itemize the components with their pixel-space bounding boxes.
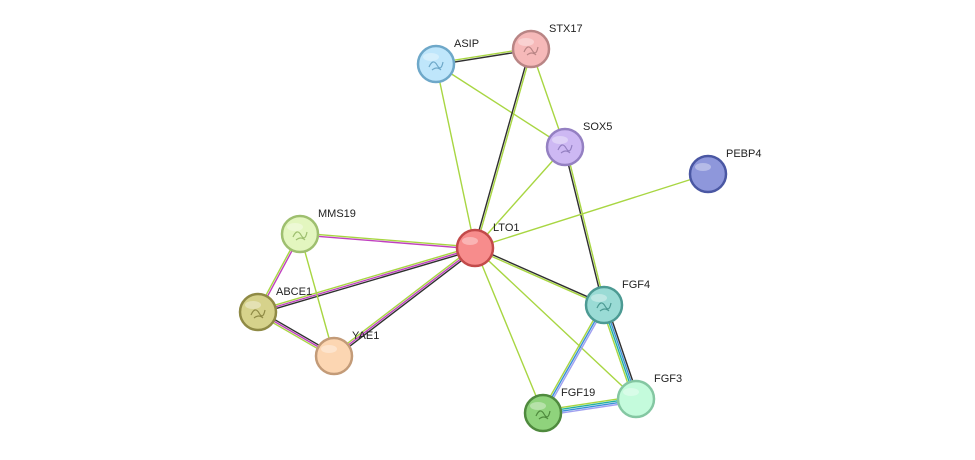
node-circle[interactable] xyxy=(616,379,656,419)
node-label: LTO1 xyxy=(493,222,520,234)
edge-fgf4-fgf19 xyxy=(540,303,607,415)
edge-line xyxy=(475,246,605,305)
edge-sox5-lto1 xyxy=(474,146,566,249)
node-label: FGF3 xyxy=(654,373,682,385)
edge-line xyxy=(257,245,475,311)
node-circle[interactable] xyxy=(688,154,728,194)
edge-line xyxy=(435,63,566,148)
node-highlight xyxy=(552,136,568,144)
node-fgf4[interactable]: FGF4 xyxy=(584,279,650,325)
node-highlight xyxy=(462,237,478,245)
edge-line xyxy=(542,304,605,414)
edge-line xyxy=(300,232,476,248)
edge-lto1-mms19 xyxy=(299,232,476,250)
edge-line xyxy=(435,63,476,249)
node-fgf3[interactable]: FGF3 xyxy=(616,373,682,419)
edge-line xyxy=(299,234,475,250)
node-label: ABCE1 xyxy=(276,286,312,298)
node-label: MMS19 xyxy=(318,208,356,220)
edge-stx17-lto1 xyxy=(473,48,533,249)
edge-line xyxy=(565,146,606,305)
edge-line xyxy=(543,305,607,415)
node-highlight xyxy=(245,301,261,309)
node-asip[interactable]: ASIP xyxy=(416,38,479,84)
edge-line xyxy=(475,49,533,249)
edge-line xyxy=(563,147,604,306)
node-highlight xyxy=(591,294,607,302)
protein-structure-icon xyxy=(596,302,612,312)
edge-pebp4-lto1 xyxy=(474,173,709,249)
node-highlight xyxy=(287,223,303,231)
protein-structure-icon xyxy=(428,61,444,71)
edge-line xyxy=(332,246,475,356)
edge-line xyxy=(474,173,709,249)
edge-lto1-fgf3 xyxy=(474,247,637,400)
edge-mms19-yae1 xyxy=(299,233,335,357)
edge-line xyxy=(258,249,476,315)
edge-lto1-abce1 xyxy=(257,245,476,315)
edge-lto1-fgf19 xyxy=(474,247,544,414)
node-label: FGF19 xyxy=(561,387,595,399)
node-highlight xyxy=(423,53,439,61)
node-stx17[interactable]: STX17 xyxy=(511,23,583,69)
node-mms19[interactable]: MMS19 xyxy=(280,208,356,254)
edge-line xyxy=(474,248,604,307)
edge-line xyxy=(257,247,476,313)
edge-lto1-yae1 xyxy=(332,246,477,358)
protein-structure-icon xyxy=(535,410,551,420)
edge-line xyxy=(333,247,476,357)
protein-structure-icon xyxy=(292,231,308,241)
edge-line xyxy=(299,233,335,357)
node-highlight xyxy=(623,388,639,396)
node-label: YAE1 xyxy=(352,330,379,342)
node-label: SOX5 xyxy=(583,121,612,133)
node-yae1[interactable]: YAE1 xyxy=(314,330,379,376)
node-label: FGF4 xyxy=(622,279,650,291)
node-abce1[interactable]: ABCE1 xyxy=(238,286,312,332)
protein-structure-icon xyxy=(523,46,539,56)
edge-lto1-fgf4 xyxy=(474,246,605,307)
edge-line xyxy=(474,247,637,400)
edge-line xyxy=(473,48,531,248)
node-sox5[interactable]: SOX5 xyxy=(545,121,612,167)
node-circle[interactable] xyxy=(314,336,354,376)
node-lto1[interactable]: LTO1 xyxy=(455,222,520,268)
edge-asip-sox5 xyxy=(435,63,566,148)
edge-line xyxy=(474,247,544,414)
node-label: ASIP xyxy=(454,38,479,50)
edge-line xyxy=(540,303,604,413)
node-highlight xyxy=(321,345,337,353)
edge-sox5-fgf4 xyxy=(563,146,606,306)
node-label: PEBP4 xyxy=(726,148,761,160)
protein-structure-icon xyxy=(557,144,573,154)
node-circle[interactable] xyxy=(455,228,495,268)
edge-asip-lto1 xyxy=(435,63,476,249)
edge-line xyxy=(334,248,477,358)
node-highlight xyxy=(695,163,711,171)
protein-structure-icon xyxy=(250,309,266,319)
node-pebp4[interactable]: PEBP4 xyxy=(688,148,761,194)
node-fgf19[interactable]: FGF19 xyxy=(523,387,595,433)
node-highlight xyxy=(518,38,534,46)
edge-line xyxy=(474,146,566,249)
node-label: STX17 xyxy=(549,23,583,35)
node-highlight xyxy=(530,402,546,410)
